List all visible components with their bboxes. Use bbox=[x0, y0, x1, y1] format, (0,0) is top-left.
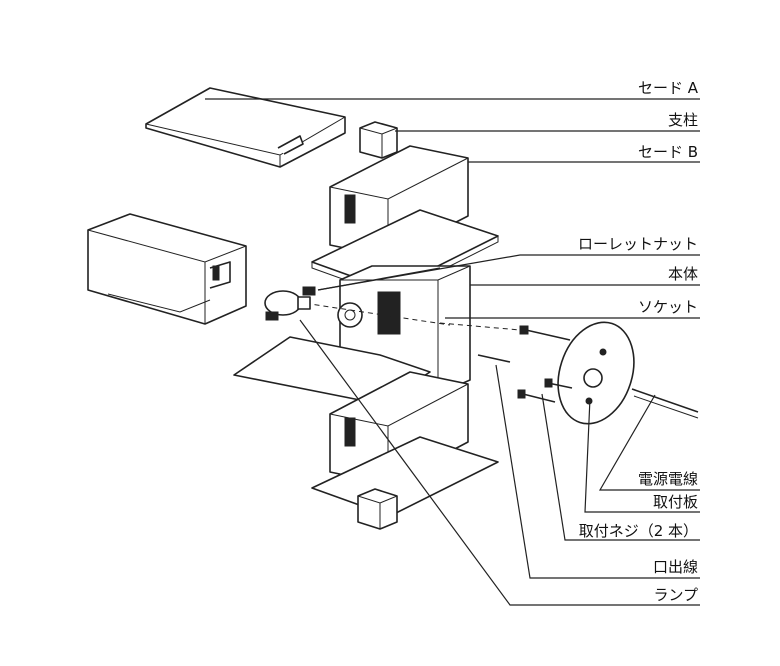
label-power-wire: 電源電線 bbox=[638, 470, 698, 488]
mounting-plate-part bbox=[557, 321, 635, 425]
pillar-bottom-part bbox=[357, 488, 398, 530]
label-knurled-nut: ローレットナット bbox=[578, 235, 698, 253]
lamp-part bbox=[264, 286, 316, 321]
label-main-body: 本体 bbox=[668, 265, 698, 283]
label-mounting-screws: 取付ネジ（2 本） bbox=[579, 522, 698, 540]
shade-left-part bbox=[87, 213, 247, 325]
shade-a-part bbox=[145, 87, 346, 168]
label-shade-a: セード A bbox=[638, 79, 699, 97]
mounting-screws-part bbox=[439, 322, 573, 403]
label-shade-b: セード B bbox=[638, 143, 698, 161]
shade-b-upper-part bbox=[311, 145, 499, 297]
label-lamp: ランプ bbox=[653, 586, 698, 604]
outlet-wire-part bbox=[477, 354, 511, 363]
label-outlet-wire: 口出線 bbox=[653, 558, 698, 576]
label-socket: ソケット bbox=[638, 298, 698, 316]
pillar-top-part bbox=[359, 121, 398, 159]
label-mounting-plate: 取付板 bbox=[653, 493, 698, 511]
label-pillar: 支柱 bbox=[668, 111, 698, 129]
power-wire-part bbox=[631, 388, 699, 419]
labels: セード A 支柱 セード B ローレットナット 本体 ソケット 電源電線 取付板… bbox=[578, 79, 699, 604]
leader-lines bbox=[205, 98, 700, 606]
main-body-part bbox=[233, 265, 471, 405]
